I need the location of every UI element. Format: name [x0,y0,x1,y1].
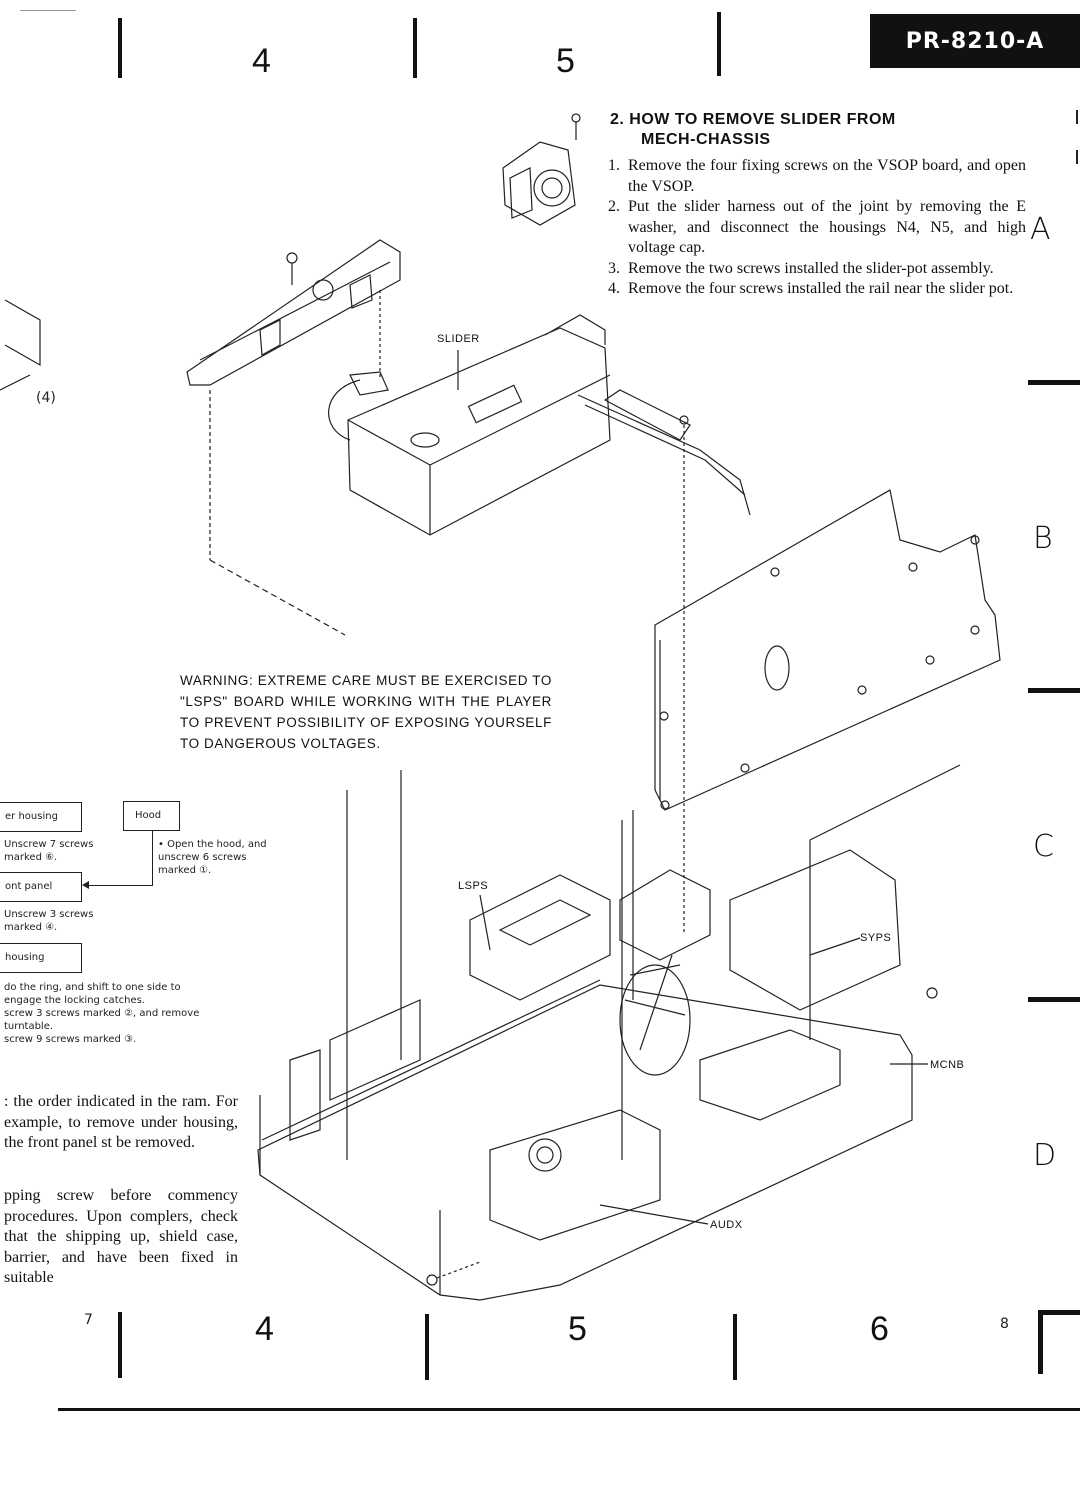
connector-line [152,830,153,886]
heading-line-2: MECH-CHASSIS [641,131,771,148]
edge-tick [1076,110,1078,124]
step-text: Put the slider harness out of the joint … [628,198,1026,256]
note-line: turntable. [4,1021,54,1032]
column-divider [717,12,721,76]
arrow-left-icon [82,881,89,889]
step-item: 4. Remove the four screws installed the r… [608,279,1028,300]
box-housing: housing [0,943,82,973]
row-letter: A [1030,212,1051,247]
column-divider [413,18,417,78]
row-letter: D [1033,1138,1057,1173]
warning-text: WARNING: EXTREME CARE MUST BE EXERCISED … [180,673,552,751]
corner-mark [1038,1310,1043,1374]
top-rule [20,10,76,11]
edge-tick [1076,150,1078,164]
note-line: engage the locking catches. [4,995,145,1006]
step-number: 4. [608,280,620,297]
step-number: 1. [608,157,620,174]
left-paragraph-1: : the order indicated in the ram. For ex… [4,1093,238,1151]
step-item: 3. Remove the two screws installed the sl… [608,259,1028,280]
circled-number-fragment: (4) [36,390,56,406]
footer-small-number: 7 [84,1312,93,1328]
vsop-board [654,489,1001,811]
note-line: screw 3 screws marked ②, and remove [4,1008,200,1019]
note-hood: • Open the hood, and unscrew 6 screws ma… [158,839,267,876]
heading-line-1: 2. HOW TO REMOVE SLIDER FROM [610,111,896,128]
row-mark [1028,380,1080,385]
footer-column-number: 4 [255,1310,274,1348]
slider-unit [328,314,611,536]
note-front-panel: Unscrew 3 screws marked ④. [4,909,94,933]
row-mark [1028,688,1080,693]
footer-column-number: 6 [870,1310,889,1348]
column-number: 5 [556,42,575,80]
slider-pot-assembly [502,113,581,226]
circled-number-value: 4 [41,390,51,406]
footer-column-number: 5 [568,1310,587,1348]
box-front-panel: ont panel [0,872,82,902]
footer-small-number: 8 [1000,1316,1009,1332]
row-mark [1028,997,1080,1002]
note-line: screw 9 screws marked ③. [4,1034,137,1045]
column-number: 4 [252,42,271,80]
section-heading: 2. HOW TO REMOVE SLIDER FROM MECH-CHASSI… [610,110,1030,150]
corner-mark [1038,1310,1080,1315]
callout-lsps: LSPS [458,880,489,892]
callout-mcnb: MCNB [930,1059,965,1071]
slider-harness [577,389,751,516]
column-divider [118,1312,122,1378]
callout-syps: SYPS [860,932,892,944]
column-divider [425,1314,429,1380]
note-upper-housing: Unscrew 7 screws marked ⑥. [4,839,94,863]
rail-assembly [186,239,401,386]
column-divider [118,18,122,78]
mech-chassis [257,849,938,1301]
left-paragraph-2: pping screw before commency procedures. … [4,1187,238,1286]
steps-list: 1. Remove the four fixing screws on the V… [608,156,1028,300]
step-item: 2. Put the slider harness out of the join… [608,197,1028,259]
step-text: Remove the four screws installed the rai… [628,280,1014,297]
row-letter: C [1033,829,1054,864]
bottom-notes: do the ring, and shift to one side to en… [4,981,244,1046]
note-line: do the ring, and shift to one side to [4,982,181,993]
box-hood: Hood [123,801,180,831]
model-badge: PR-8210-A [870,14,1080,68]
step-text: Remove the four fixing screws on the VSO… [628,157,1026,195]
step-item: 1. Remove the four fixing screws on the V… [608,156,1028,197]
connector-line [88,885,152,886]
column-divider [733,1314,737,1380]
bottom-rule [58,1408,1080,1411]
step-number: 3. [608,259,620,277]
step-number: 2. [608,198,620,215]
callout-slider: SLIDER [437,333,480,345]
callout-audx: AUDX [710,1219,743,1231]
step-text: Remove the two screws installed the slid… [628,259,994,277]
box-upper-housing: er housing [0,802,82,832]
row-letter: B [1033,521,1053,556]
